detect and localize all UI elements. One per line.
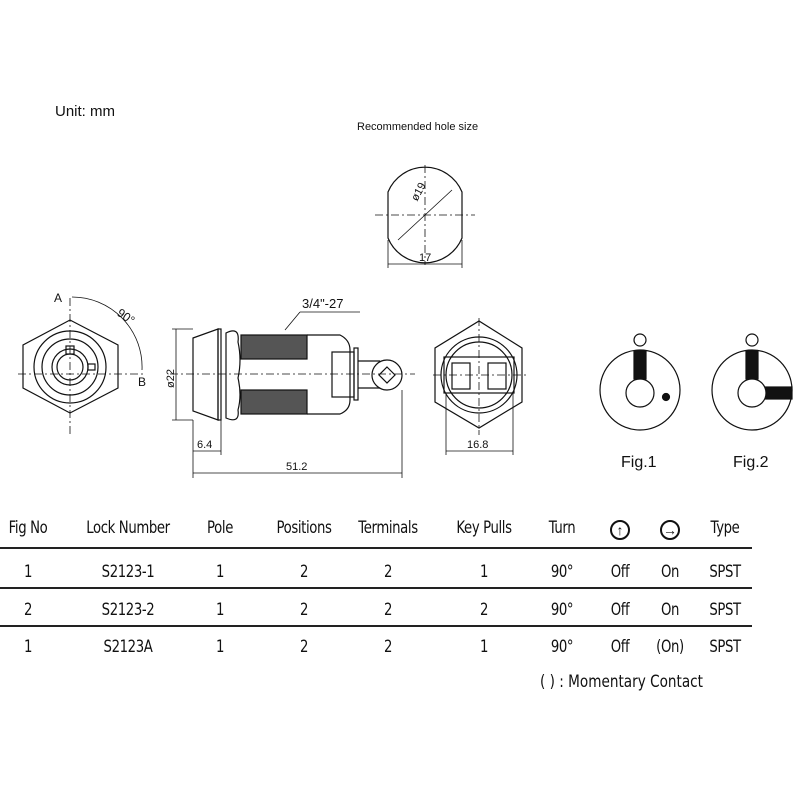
header-key-pulls: Key Pulls bbox=[456, 518, 512, 538]
cell-type: SPST bbox=[709, 562, 741, 582]
side-view-drawing: ø22 3/4"-27 6.4 51.2 bbox=[165, 296, 415, 478]
thread-spec: 3/4"-27 bbox=[302, 296, 343, 311]
cell-pole: 1 bbox=[215, 637, 225, 657]
hole-width: 17 bbox=[419, 252, 431, 264]
table-divider bbox=[0, 547, 752, 549]
header-pole: Pole bbox=[207, 518, 233, 538]
cell-key-pulls: 2 bbox=[479, 600, 489, 620]
cell-positions: 2 bbox=[299, 562, 309, 582]
overall-length: 51.2 bbox=[286, 461, 307, 473]
up-arrow-icon: ↑ bbox=[610, 520, 630, 540]
cell-key-pulls: 1 bbox=[479, 562, 489, 582]
cell-up-position: Off bbox=[610, 562, 630, 582]
cell-turn: 90° bbox=[550, 600, 574, 620]
cell-turn: 90° bbox=[550, 637, 574, 657]
header-terminals: Terminals bbox=[358, 518, 418, 538]
fig1-diagram: Fig.1 bbox=[599, 333, 681, 471]
fig1-label: Fig.1 bbox=[621, 454, 657, 471]
cell-terminals: 2 bbox=[383, 600, 393, 620]
body-diameter: ø22 bbox=[165, 369, 177, 388]
rear-width: 16.8 bbox=[467, 439, 488, 451]
position-b-label: B bbox=[138, 375, 146, 389]
footnote: ( ) : Momentary Contact bbox=[540, 672, 703, 692]
header-fig-no: Fig No bbox=[8, 518, 48, 538]
header-positions: Positions bbox=[276, 518, 332, 538]
cell-pole: 1 bbox=[215, 562, 225, 582]
cell-turn: 90° bbox=[550, 562, 574, 582]
flange-thickness: 6.4 bbox=[197, 439, 212, 451]
header-type: Type bbox=[710, 518, 740, 538]
cell-positions: 2 bbox=[299, 600, 309, 620]
cell-terminals: 2 bbox=[383, 562, 393, 582]
right-arrow-icon: → bbox=[660, 520, 680, 540]
position-a-label: A bbox=[54, 291, 62, 305]
cell-key-pulls: 1 bbox=[479, 637, 489, 657]
cell-type: SPST bbox=[709, 637, 741, 657]
recommended-hole-drawing: Recommended hole size ø19 17 bbox=[357, 121, 478, 268]
cell-up-position: Off bbox=[610, 637, 630, 657]
cell-lock-number: S2123A bbox=[103, 637, 153, 657]
cell-right-position: On bbox=[660, 562, 680, 582]
unit-label: Unit: mm bbox=[55, 103, 115, 120]
cell-pole: 1 bbox=[215, 600, 225, 620]
fig2-label: Fig.2 bbox=[733, 454, 769, 471]
table-divider bbox=[0, 587, 752, 589]
cell-up-position: Off bbox=[610, 600, 630, 620]
cell-right-position: On bbox=[660, 600, 680, 620]
header-lock-number: Lock Number bbox=[86, 518, 170, 538]
cell-lock-number: S2123-2 bbox=[101, 600, 155, 620]
cell-right-position: (On) bbox=[656, 637, 684, 657]
cell-fig-no: 1 bbox=[23, 637, 33, 657]
cell-lock-number: S2123-1 bbox=[101, 562, 155, 582]
header-turn: Turn bbox=[548, 518, 576, 538]
cell-terminals: 2 bbox=[383, 637, 393, 657]
table-divider bbox=[0, 625, 752, 627]
hole-title: Recommended hole size bbox=[357, 121, 478, 133]
fig2-diagram: Fig.2 bbox=[711, 333, 793, 471]
rear-view-drawing: 16.8 bbox=[433, 318, 528, 455]
cell-fig-no: 1 bbox=[23, 562, 33, 582]
cell-positions: 2 bbox=[299, 637, 309, 657]
cell-fig-no: 2 bbox=[23, 600, 33, 620]
cell-type: SPST bbox=[709, 600, 741, 620]
